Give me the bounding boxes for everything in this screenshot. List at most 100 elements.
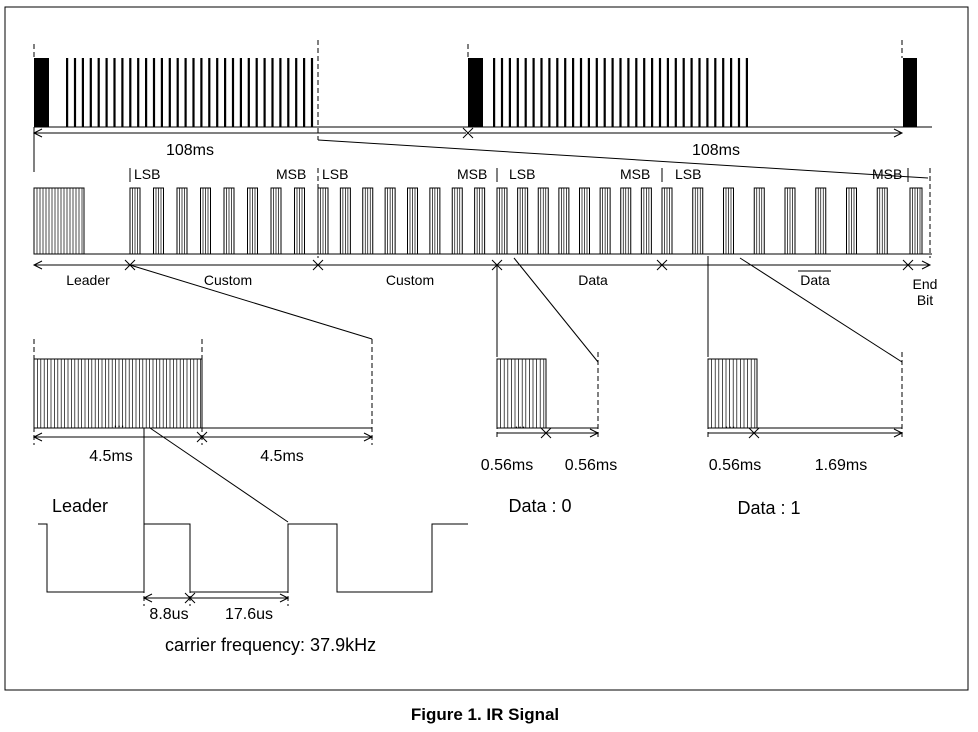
bit-pulse [247, 58, 250, 127]
bit-pulse [152, 58, 156, 127]
zoom-line [129, 264, 373, 340]
bit-pulse [493, 58, 496, 127]
bit-pulse [279, 58, 282, 127]
bit-pulse [674, 58, 677, 127]
bit-pulse [556, 58, 559, 127]
bit-pulse [572, 58, 575, 127]
bit-pulse [611, 58, 614, 127]
bit-pulse [97, 58, 100, 127]
bit-pulse [137, 58, 140, 127]
bit-pulse [192, 58, 195, 127]
data0-title: Data : 0 [508, 496, 571, 516]
bit-pulse [714, 58, 717, 127]
bit-pulse [595, 58, 598, 127]
arrow-icon [32, 260, 43, 270]
detail-waveforms [33, 358, 902, 429]
cross-marker-icon [656, 259, 668, 271]
data0-dots: ... [515, 416, 526, 431]
bit-pulse [500, 58, 504, 127]
burst-outline [33, 358, 203, 429]
msb-label: MSB [872, 166, 902, 182]
carrier-period-label: 17.6us [225, 606, 273, 623]
arrow-icon [921, 260, 932, 270]
arrow-icon [32, 432, 43, 442]
bit-pulse [287, 58, 290, 127]
data1-dots: ... [725, 416, 736, 431]
bit-pulse [540, 58, 543, 127]
inverted-data-field-label: Data [800, 272, 830, 288]
bit-pulse [745, 58, 748, 127]
custom-field-label: Custom [386, 272, 434, 288]
cross-marker-icon [184, 592, 196, 604]
custom-field-label: Custom [204, 272, 252, 288]
frame-structure-waveform [33, 187, 923, 255]
msb-label: MSB [276, 166, 306, 182]
lsb-label: LSB [509, 166, 535, 182]
bit-pulse [722, 58, 725, 127]
leader-dots: ... [114, 415, 125, 430]
bit-pulse [730, 58, 733, 127]
zoom-line [739, 257, 903, 363]
zoom-line [149, 427, 289, 523]
data0-space-label: 0.56ms [565, 457, 617, 474]
bit-pulse [698, 58, 701, 127]
cross-marker-icon [196, 431, 208, 443]
bit-pulse [121, 58, 124, 127]
bit-pulse [208, 58, 211, 127]
bit-pulse [587, 58, 590, 127]
cross-marker-icon [902, 259, 914, 271]
bit-pulse [690, 58, 693, 127]
bit-pulse [603, 58, 606, 127]
msb-label: MSB [457, 166, 487, 182]
bit-pulse [682, 58, 685, 127]
carrier-waveform [38, 523, 468, 593]
bit-pulse [737, 58, 741, 127]
bit-pulse [303, 58, 306, 127]
bit-pulse [168, 58, 171, 127]
period-b-label: 108ms [692, 142, 740, 159]
leader-burst-label: 4.5ms [89, 448, 133, 465]
bit-pulse [619, 58, 622, 127]
bit-pulse [508, 58, 511, 127]
bit-pulse [81, 58, 84, 127]
end-bit-label-line2: Bit [917, 292, 933, 308]
end-bit-label-line1: End [913, 276, 938, 292]
carrier-high-label: 8.8us [149, 606, 188, 623]
bit-pulse [113, 58, 116, 127]
leader-field-label: Leader [66, 272, 110, 288]
leader-pulse [903, 58, 917, 127]
leader-pulse [468, 58, 483, 127]
leader-space-label: 4.5ms [260, 448, 304, 465]
bit-pulse [184, 58, 187, 127]
cross-marker-icon [462, 127, 474, 139]
cross-marker-icon [748, 427, 760, 439]
bit-pulse [666, 58, 669, 127]
bit-pulse [160, 58, 163, 127]
bit-pulse [516, 58, 519, 127]
bit-pulse [706, 58, 709, 127]
bit-pulse [145, 58, 148, 127]
bit-pulse [224, 58, 227, 127]
bit-pulse [658, 58, 662, 127]
cross-marker-icon [312, 259, 324, 271]
bit-pulse [651, 58, 654, 127]
bit-pulse [548, 58, 551, 127]
bit-pulse [263, 58, 266, 127]
arrow-icon [279, 593, 290, 603]
bit-pulse [176, 58, 179, 127]
bit-pulse [105, 58, 108, 127]
arrow-icon [363, 432, 374, 442]
bit-pulse [255, 58, 258, 127]
bit-pulse [635, 58, 638, 127]
bit-pulse [73, 58, 77, 127]
bit-pulse [564, 58, 567, 127]
lsb-label: LSB [322, 166, 348, 182]
burst-outline [33, 187, 85, 255]
data0-burst-label: 0.56ms [481, 457, 533, 474]
carrier-leader-label: Leader [52, 496, 108, 516]
bit-pulse [89, 58, 92, 127]
leader-pulse [34, 58, 49, 127]
bit-pulse [532, 58, 535, 127]
bit-pulse [129, 58, 132, 127]
